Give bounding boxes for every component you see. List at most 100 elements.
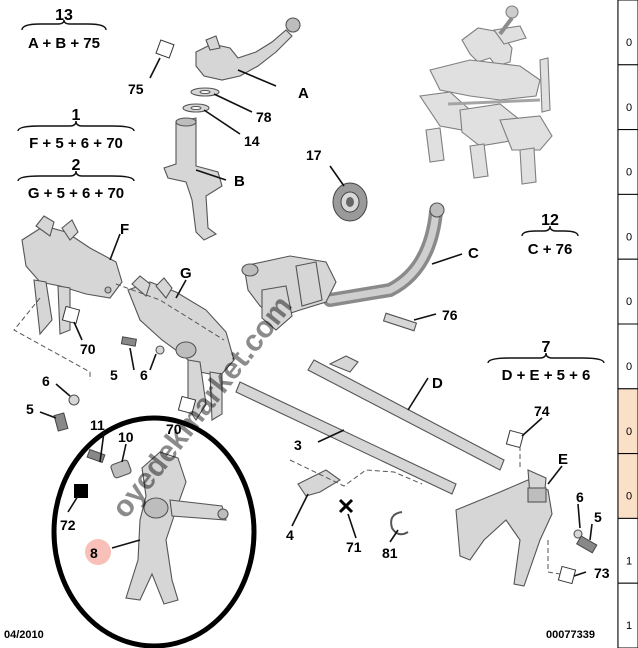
clip-4 xyxy=(297,469,342,497)
side-table-cell: 0 xyxy=(626,231,632,243)
detail-callout xyxy=(51,415,257,648)
label-8: 8 xyxy=(90,545,98,561)
label-14: 14 xyxy=(244,133,260,149)
label-6: 6 xyxy=(140,367,148,383)
spring-5 xyxy=(53,412,69,432)
label-71: 71 xyxy=(346,539,362,555)
label-g: G xyxy=(180,265,192,282)
label-75: 75 xyxy=(128,81,144,97)
formula-1: 1 F + 5 + 6 + 70 xyxy=(17,107,135,152)
circlip-81 xyxy=(390,511,409,536)
label-11: 11 xyxy=(90,417,105,433)
side-table-row xyxy=(617,0,638,66)
formula-expr: C + 76 xyxy=(528,241,573,258)
side-table-cell: 0 xyxy=(626,102,632,114)
label-72: 72 xyxy=(60,517,76,533)
formula-number: 12 xyxy=(541,212,559,229)
highlight-marker xyxy=(85,539,111,565)
side-table-row xyxy=(617,582,638,648)
part-g-shift-fork xyxy=(127,275,235,422)
ref-box-74 xyxy=(505,429,525,449)
spring-5 xyxy=(576,535,598,554)
side-table-row xyxy=(617,64,638,131)
footer-reference: 00077339 xyxy=(546,629,595,641)
leader-lines xyxy=(39,57,593,577)
label-73: 73 xyxy=(594,565,610,581)
washer-14 xyxy=(182,103,210,113)
formula-12: 12 C + 76 xyxy=(521,212,579,258)
label-70: 70 xyxy=(80,341,96,357)
side-table-cell: 1 xyxy=(626,555,632,567)
formula-2: 2 G + 5 + 6 + 70 xyxy=(17,157,135,202)
ref-box-73 xyxy=(557,565,577,585)
formula-number: 1 xyxy=(72,107,81,124)
rail-3 xyxy=(235,381,457,495)
part-a-selector-arm xyxy=(195,17,301,81)
ref-box-70 xyxy=(61,305,81,325)
formula-expr: F + 5 + 6 + 70 xyxy=(29,135,123,152)
part-c-lever-shaft xyxy=(241,202,445,331)
label-10: 10 xyxy=(118,429,134,445)
side-table-row xyxy=(617,517,638,584)
formula-number: 2 xyxy=(72,157,81,174)
seal-17 xyxy=(332,182,368,222)
side-table-cell: 1 xyxy=(626,620,632,632)
ball-6 xyxy=(155,345,165,355)
rail-d xyxy=(307,355,505,471)
part-labels: A B C D E F G 75 78 14 17 76 70 5 6 6 5 … xyxy=(26,81,610,581)
side-table-row xyxy=(617,258,638,325)
label-c: C xyxy=(468,245,479,262)
washer-78 xyxy=(190,87,220,97)
side-table-cell: 0 xyxy=(626,296,632,308)
label-f: F xyxy=(120,221,129,238)
label-6: 6 xyxy=(576,489,584,505)
label-e: E xyxy=(558,451,568,468)
side-table-row xyxy=(617,129,638,195)
side-table-cell: 0 xyxy=(626,167,632,179)
label-74: 74 xyxy=(534,403,550,419)
formula-expr: D + E + 5 + 6 xyxy=(502,367,591,384)
label-4: 4 xyxy=(286,527,294,543)
side-table-row xyxy=(617,388,638,455)
label-d: D xyxy=(432,375,443,392)
side-table-cell: 0 xyxy=(626,361,632,373)
label-78: 78 xyxy=(256,109,272,125)
ref-box-75 xyxy=(155,39,175,59)
part-e-shift-fork xyxy=(455,469,553,587)
ball-6 xyxy=(68,394,80,406)
label-17: 17 xyxy=(306,147,322,163)
formula-7: 7 D + E + 5 + 6 xyxy=(487,339,605,384)
assembly-line xyxy=(115,283,225,341)
label-81: 81 xyxy=(382,545,398,561)
side-table-cell: 0 xyxy=(626,491,632,503)
side-table-cell: 0 xyxy=(626,37,632,49)
formula-13: 13 A + B + 75 xyxy=(21,7,107,52)
ref-box-70 xyxy=(177,395,197,415)
assembly-line xyxy=(547,540,561,575)
label-76: 76 xyxy=(442,307,458,323)
part-b-selector-shaft xyxy=(163,117,223,241)
pin-76 xyxy=(382,312,418,332)
label-5: 5 xyxy=(110,367,118,383)
label-5: 5 xyxy=(26,401,34,417)
part-f-shift-fork xyxy=(21,215,123,336)
formula-expr: G + 5 + 6 + 70 xyxy=(28,185,124,202)
label-3: 3 xyxy=(294,437,302,453)
assembly-thumbnail xyxy=(419,5,553,185)
formula-number: 7 xyxy=(542,339,551,356)
assembly-line xyxy=(13,297,91,380)
cross-mark-71 xyxy=(338,498,354,514)
spring-5 xyxy=(120,336,137,347)
label-6: 6 xyxy=(42,373,50,389)
formula-expr: A + B + 75 xyxy=(28,35,100,52)
side-table-row xyxy=(617,193,638,260)
label-70: 70 xyxy=(166,421,182,437)
footer-date: 04/2010 xyxy=(4,629,44,641)
ball-6 xyxy=(573,529,583,539)
side-table-row xyxy=(617,323,638,390)
label-a: A xyxy=(298,85,309,102)
label-b: B xyxy=(234,173,245,190)
side-table-cell: 0 xyxy=(626,426,632,438)
side-table-row xyxy=(617,453,638,519)
